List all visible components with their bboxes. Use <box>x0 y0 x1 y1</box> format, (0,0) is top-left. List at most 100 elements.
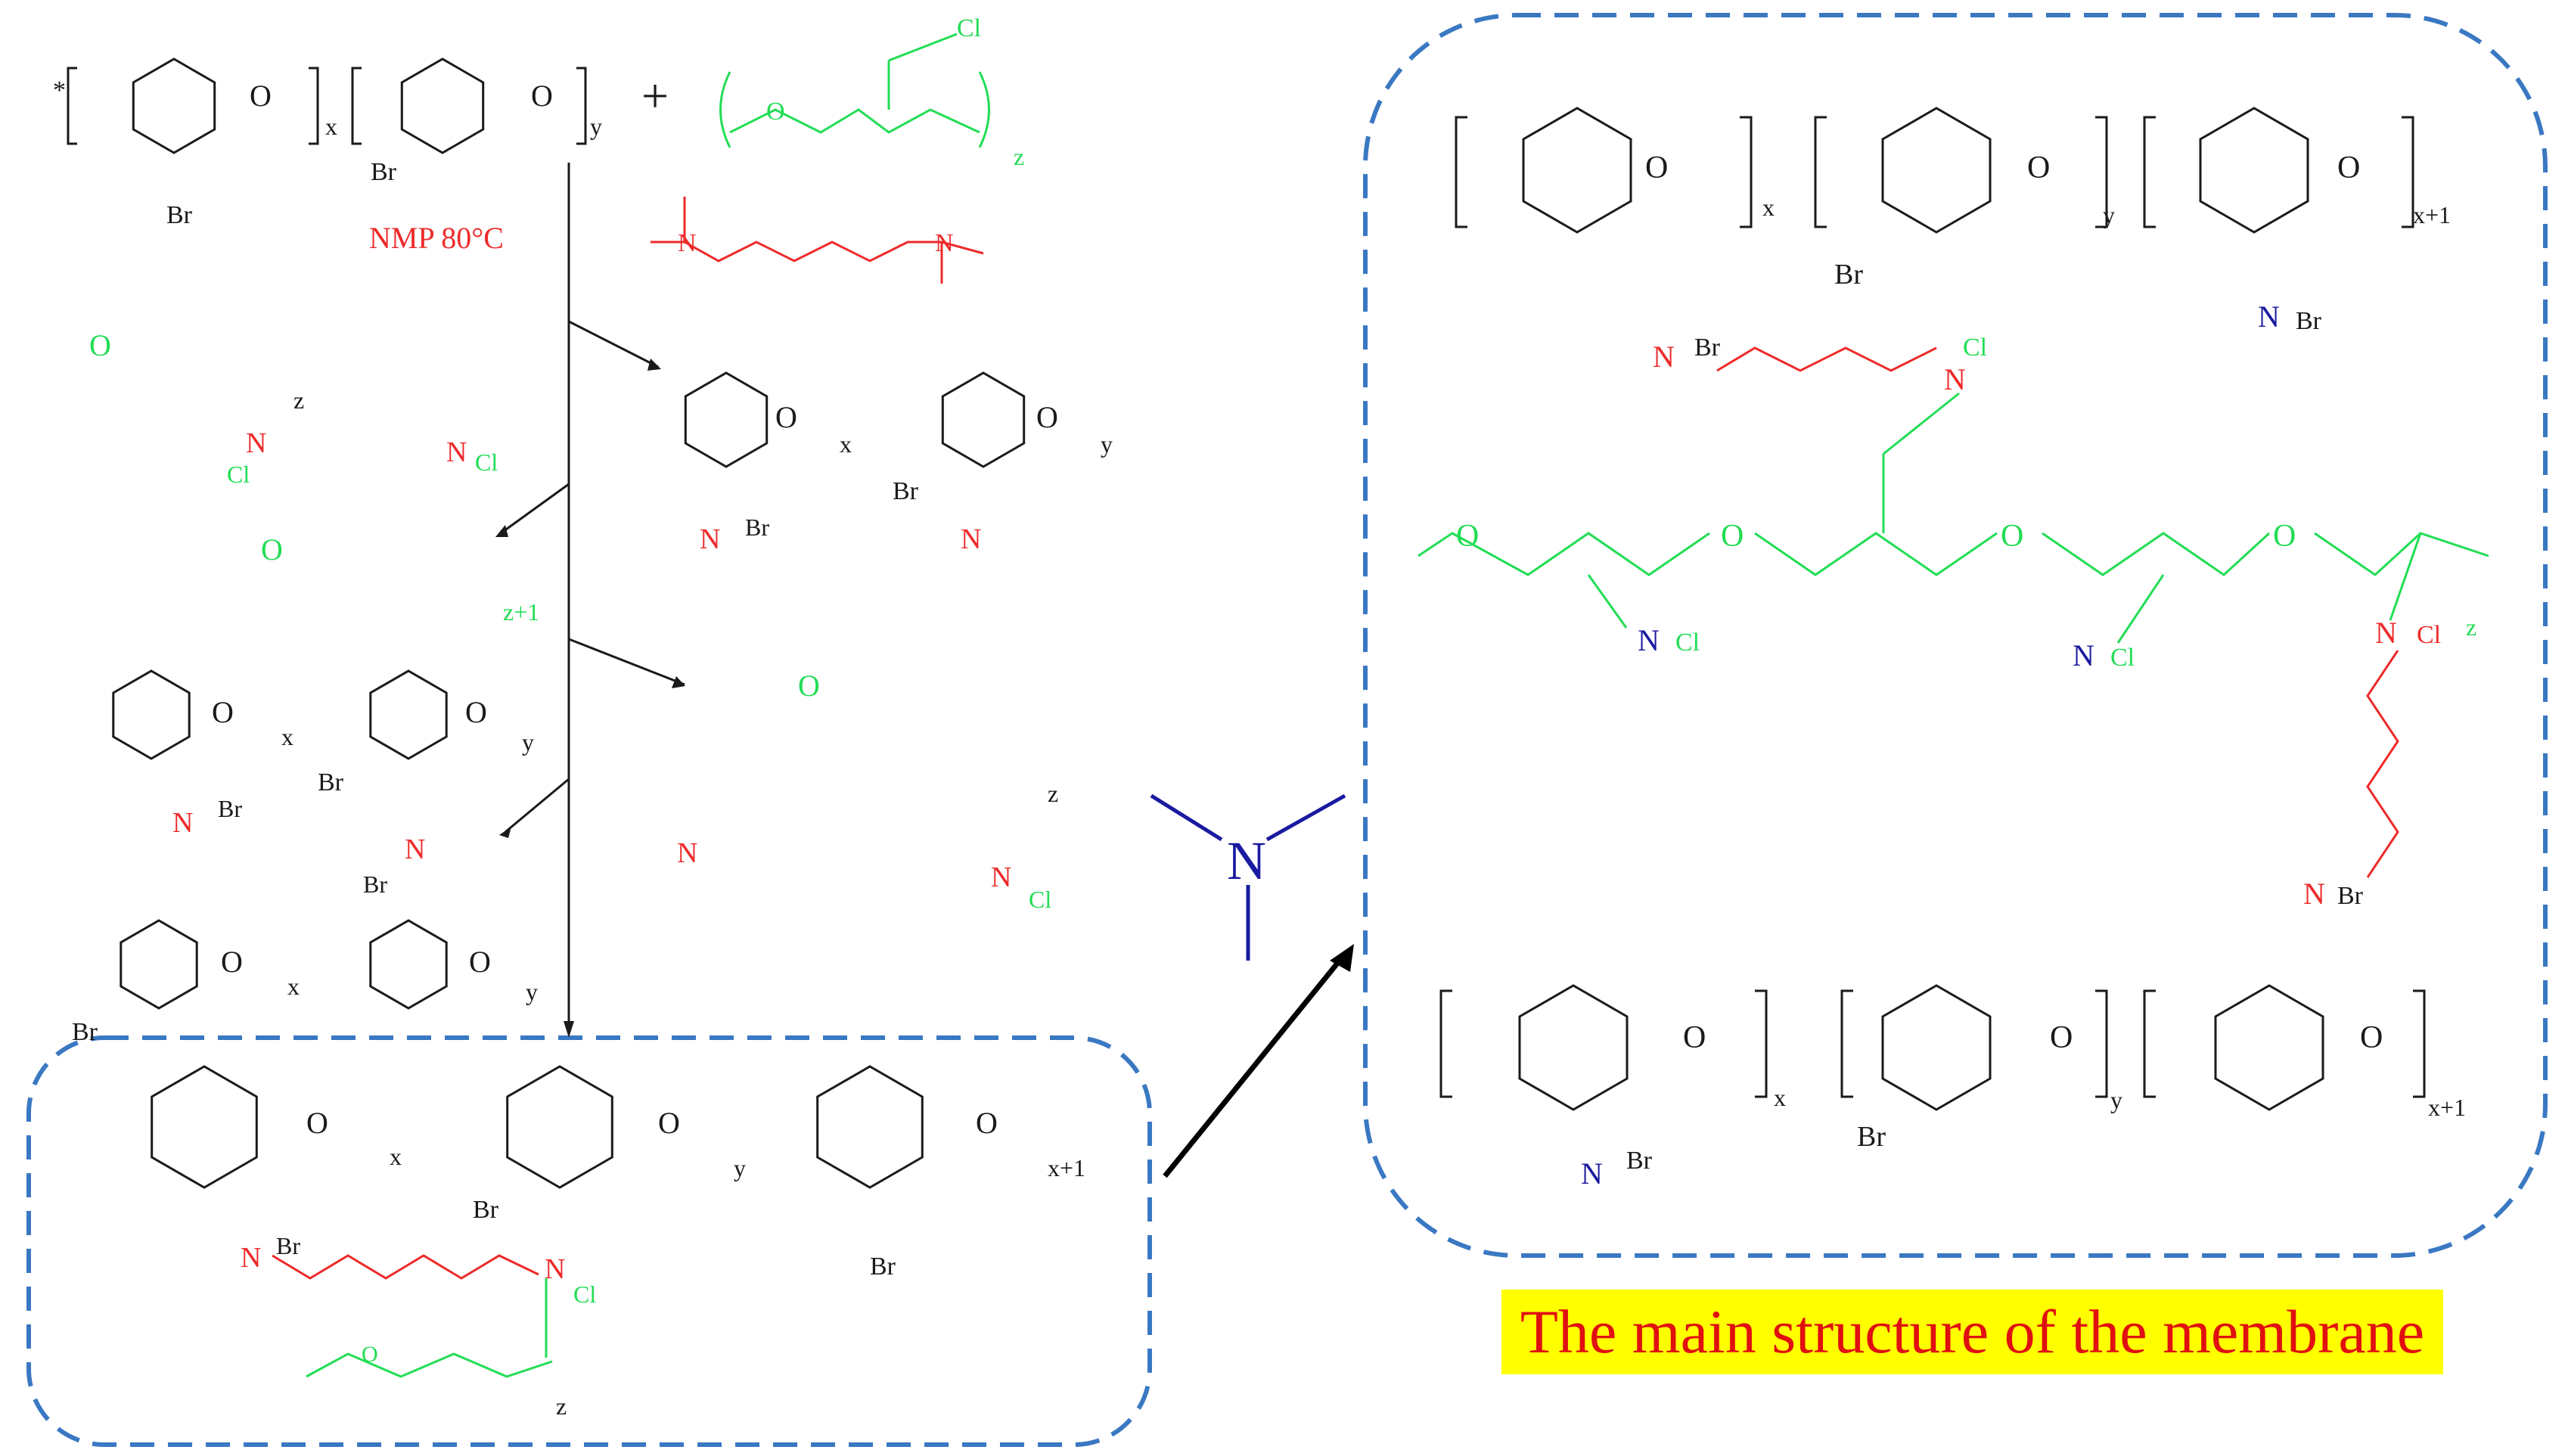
bromide-ion: Br <box>745 514 769 541</box>
benzene-ring <box>506 1065 613 1189</box>
ammonium-N: N <box>991 861 1011 893</box>
trimethylamine-N: N <box>1227 830 1266 891</box>
ammonium-N: N <box>1581 1156 1603 1191</box>
linker-chain <box>272 1254 539 1280</box>
intermediate-ppo-1: O x O y Br N Br N <box>700 400 1113 555</box>
subscript-x1: x+1 <box>1048 1154 1085 1181</box>
bromine-label: Br <box>473 1196 499 1224</box>
subscript-x: x <box>325 113 337 140</box>
subscript-y: y <box>590 113 602 140</box>
benzene-ring <box>112 669 191 760</box>
star-mark: * <box>53 76 66 104</box>
subscript-z: z <box>556 1392 567 1420</box>
subscript-z: z <box>293 387 304 414</box>
bromide-ion: Br <box>1626 1147 1653 1175</box>
benzene-ring <box>1522 107 1632 234</box>
subscript-x1: x+1 <box>2413 201 2451 228</box>
oxygen-label: O <box>1645 151 1668 185</box>
benzene-ring <box>941 371 1026 468</box>
product-frame-left <box>26 1035 1152 1447</box>
bromine-label: Br <box>1834 259 1863 290</box>
benzene-ring <box>684 371 769 468</box>
bromide-ion: Br <box>218 795 242 822</box>
oxygen-label: O <box>2027 151 2050 185</box>
bromide-ion: Br <box>2337 882 2364 910</box>
ammonium-N: N <box>545 1253 565 1285</box>
benzene-ring <box>1881 984 1992 1111</box>
bromine-label: Br <box>371 158 397 186</box>
ammonium-N: N <box>241 1242 261 1274</box>
oxygen-label: O <box>2273 519 2296 554</box>
benzene-ring <box>400 57 485 154</box>
benzene-ring <box>369 669 448 760</box>
benzene-ring <box>120 919 198 1010</box>
benzene-ring <box>2214 984 2324 1111</box>
polyether-O: O <box>766 98 785 126</box>
diamine-reagent <box>651 241 942 262</box>
bromine-label: Br <box>166 201 193 229</box>
oxygen-label: O <box>2050 1020 2073 1055</box>
subscript-y: y <box>2103 201 2115 228</box>
ammonium-N: N <box>246 427 266 459</box>
chloride-ion: Cl <box>1675 629 1700 657</box>
bromide-ion: Br <box>363 871 387 898</box>
brackets <box>67 67 2426 1098</box>
polyether-chain <box>306 1352 553 1378</box>
benzene-ring <box>816 1065 924 1189</box>
ammonium-N: N <box>700 523 720 555</box>
benzene-ring <box>1518 984 1629 1111</box>
oxygen-label: O <box>261 532 283 567</box>
product-frame-right <box>1363 13 2548 1258</box>
oxygen-label: O <box>465 695 487 729</box>
chloride-ion: Cl <box>227 461 250 488</box>
subscript-x1: x+1 <box>2428 1094 2466 1121</box>
chloride-ion: Cl <box>573 1281 596 1308</box>
oxygen-label: O <box>1036 400 1058 434</box>
bromine-label: Br <box>893 477 919 505</box>
chloride-ion: Cl <box>475 449 498 476</box>
figure-caption: The main structure of the membrane <box>1501 1290 2443 1374</box>
benzene-ring <box>151 1065 258 1189</box>
benzene-ring <box>1881 107 1992 234</box>
ammonium-N: N <box>2073 638 2094 672</box>
subscript-z1: z+1 <box>503 598 539 626</box>
amine-N: N <box>961 523 981 555</box>
arrow-heads <box>495 359 685 1038</box>
bold-arrow-head <box>1330 944 1354 972</box>
subscript-x: x <box>1762 194 1775 221</box>
ammonium-N: N <box>1653 340 1675 374</box>
oxygen-label: O <box>658 1106 680 1140</box>
oxygen-label: O <box>89 328 111 362</box>
bromide-ion: Br <box>2296 307 2322 335</box>
ppo-rings <box>112 57 2324 1189</box>
subscript-x: x <box>840 430 852 458</box>
subscript-x: x <box>287 973 300 1000</box>
subscript-x: x <box>1774 1084 1786 1111</box>
polyether-reagent <box>729 108 980 134</box>
ammonium-N: N <box>1944 362 1966 396</box>
trimethylamine-reagent <box>1150 793 1346 961</box>
subscript-z: z <box>2466 613 2476 641</box>
oxygen-label: O <box>2360 1020 2383 1055</box>
benzene-ring <box>369 919 448 1010</box>
ammonium-N: N <box>2258 300 2280 334</box>
bromine-label: Br <box>318 768 344 796</box>
oxygen-label: O <box>1683 1020 1706 1055</box>
bromide-ion: Br <box>1694 334 1721 362</box>
benzene-ring <box>2199 107 2309 234</box>
ammonium-N: N <box>172 807 193 839</box>
oxygen-label: O <box>798 669 820 703</box>
ammonium-N: N <box>1638 623 1660 657</box>
ammonium-N: N <box>446 436 467 468</box>
oxygen-label: O <box>531 79 553 113</box>
oxygen-label: O <box>2001 519 2023 554</box>
diamine-N-right: N <box>935 229 954 257</box>
oxygen-label: O <box>976 1106 998 1140</box>
chloride-ion: Cl <box>1029 886 1051 913</box>
chloride-ion: Cl <box>1963 334 1987 362</box>
polyether-ammonium-left: O z N Cl N Cl O z+1 <box>89 328 539 626</box>
polyether-Cl: Cl <box>957 14 981 42</box>
ammonium-N: N <box>2375 616 2397 650</box>
subscript-y: y <box>522 728 534 756</box>
